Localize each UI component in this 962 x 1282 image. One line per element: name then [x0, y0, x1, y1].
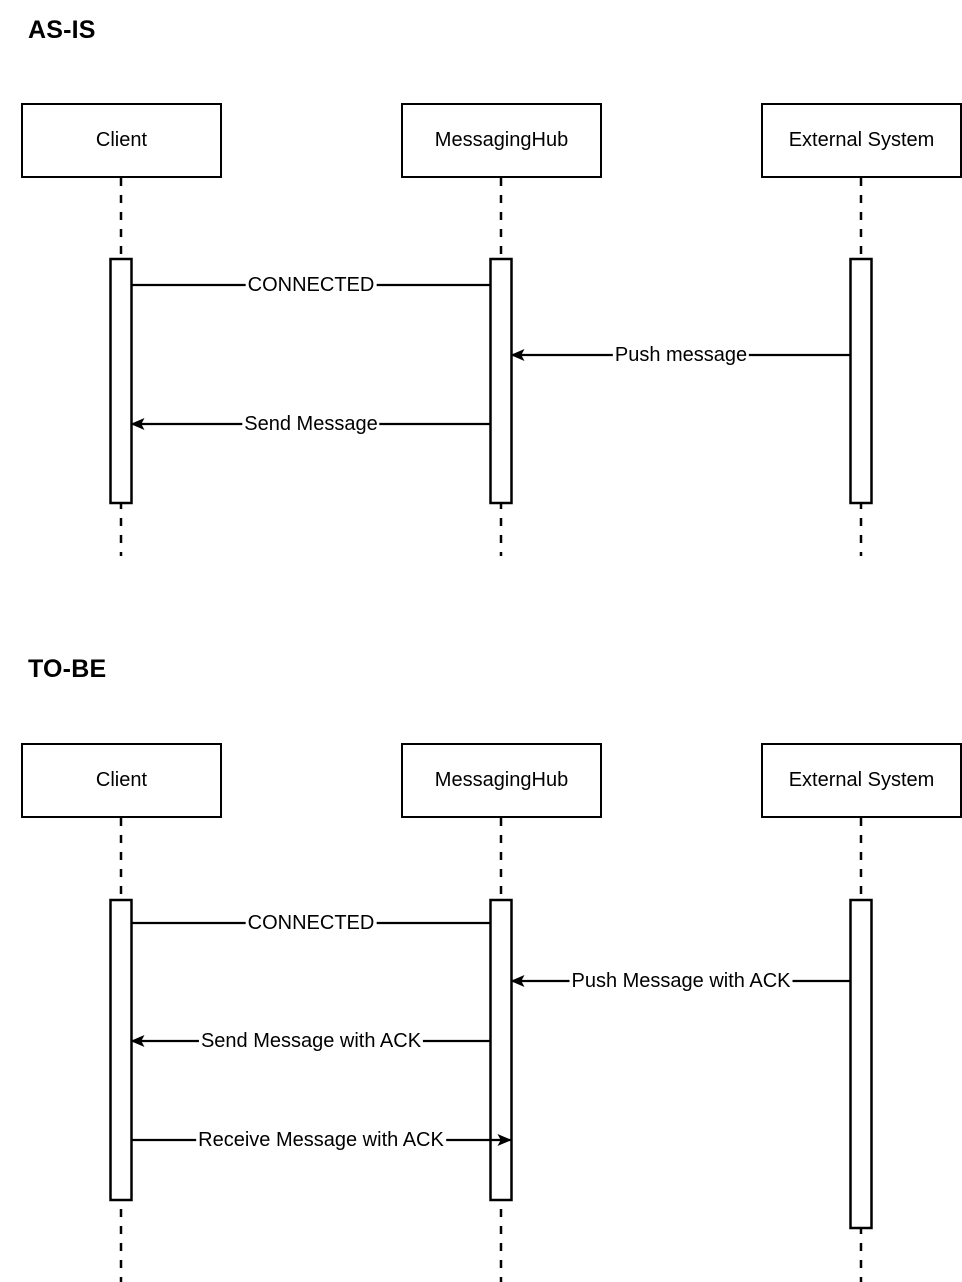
lifeline-box-external-system-to-be: External System: [761, 743, 962, 818]
lifeline-box-messaginghub-as-is: MessagingHub: [401, 103, 602, 178]
lifeline-label-client-as-is: Client: [95, 129, 148, 151]
activation-bar-messaginghub-to-be: [489, 898, 513, 1202]
lifeline-box-external-system-as-is: External System: [761, 103, 962, 178]
activation-bar-client-to-be: [109, 898, 133, 1202]
activation-bar-client-as-is: [109, 257, 133, 505]
message-label-to-be-0: CONNECTED: [245, 912, 377, 934]
message-label-as-is-2: Send Message: [242, 413, 380, 435]
activation-bar-external-to-be: [849, 898, 873, 1230]
lifeline-label-messaginghub-as-is: MessagingHub: [434, 129, 569, 151]
section-title-as-is: AS-IS: [28, 16, 96, 44]
lifeline-box-client-to-be: Client: [21, 743, 222, 818]
lifeline-box-messaginghub-to-be: MessagingHub: [401, 743, 602, 818]
lifeline-box-client-as-is: Client: [21, 103, 222, 178]
message-label-to-be-2: Send Message with ACK: [198, 1030, 424, 1052]
lifeline-label-messaginghub-to-be: MessagingHub: [434, 769, 569, 791]
lifeline-label-client-to-be: Client: [95, 769, 148, 791]
lifeline-label-external-system-to-be: External System: [788, 769, 935, 791]
message-label-as-is-0: CONNECTED: [245, 274, 377, 296]
message-label-to-be-1: Push Message with ACK: [569, 970, 793, 992]
section-title-to-be: TO-BE: [28, 655, 107, 683]
message-label-as-is-1: Push message: [612, 344, 750, 366]
lifeline-label-external-system-as-is: External System: [788, 129, 935, 151]
message-label-to-be-3: Receive Message with ACK: [196, 1129, 446, 1151]
activation-bar-external-as-is: [849, 257, 873, 505]
activation-bar-messaginghub-as-is: [489, 257, 513, 505]
